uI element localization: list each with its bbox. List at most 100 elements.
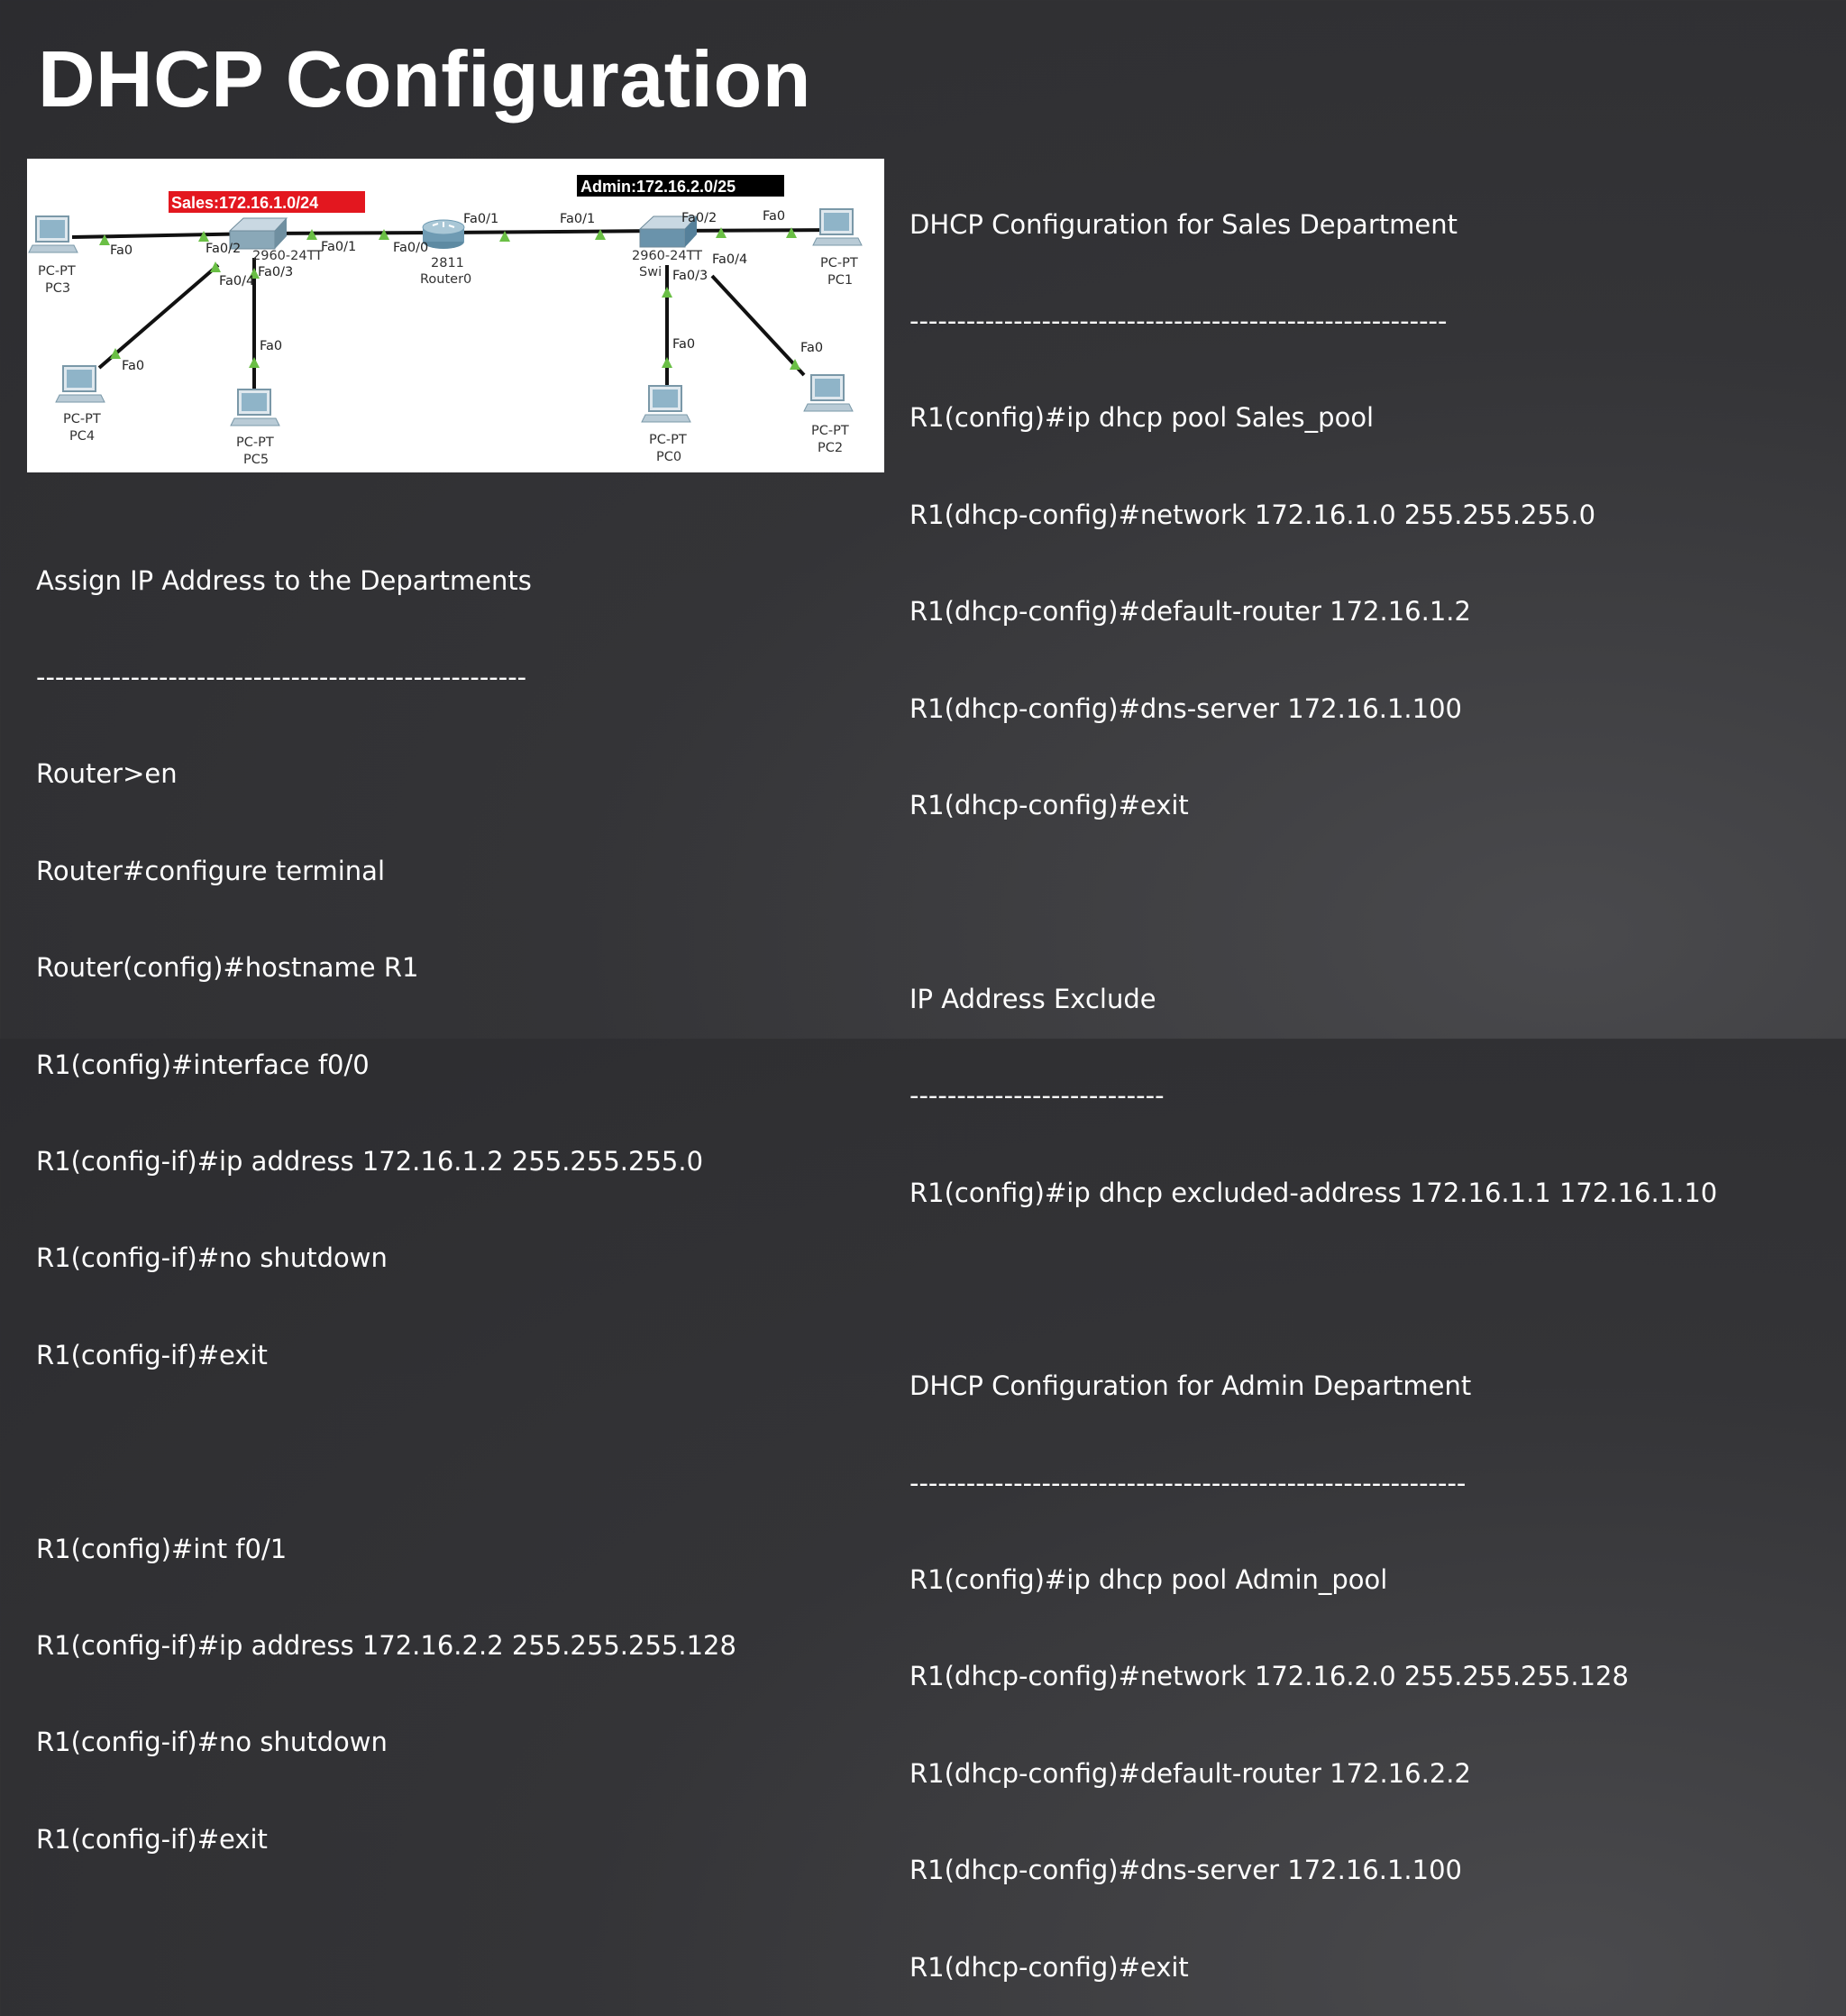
port-label-switch-left-fa0-4: Fa0/4: [219, 274, 254, 289]
command-line: R1(dhcp-config)#dns-server 172.16.1.100: [909, 1855, 1462, 1886]
port-label-pc4: Fa0: [122, 359, 144, 373]
link-router-switch-right: [443, 229, 663, 234]
command-line: R1(dhcp-config)#dns-server 172.16.1.100: [909, 692, 1462, 724]
router-model: 2811: [431, 256, 464, 270]
link-up-light: [379, 229, 389, 240]
command-line: R1(dhcp-config)#exit: [909, 1951, 1189, 1983]
switch-left-icon: [228, 217, 288, 250]
link-up-light: [249, 357, 260, 368]
port-label-router-fa0-0: Fa0/0: [393, 241, 428, 255]
link-status-lights: [99, 227, 800, 370]
port-label-router-fa0-1: Fa0/1: [463, 212, 498, 226]
command-line: Router#configure terminal: [36, 855, 386, 886]
pc5-name: PC5: [243, 453, 269, 467]
link-up-light: [499, 231, 510, 242]
port-label-switch-right-fa0-2: Fa0/2: [681, 211, 717, 225]
blank-line: [36, 1436, 736, 1469]
section-divider: ----------------------------------------…: [909, 1467, 1467, 1498]
command-line: R1(config)#interface f0/0: [36, 1049, 370, 1080]
topology-canvas: Sales:172.16.1.0/24 Admin:172.16.2.0/25 …: [28, 175, 863, 467]
pc0-name: PC0: [656, 450, 681, 464]
pc2-icon: [803, 374, 854, 412]
command-line: Router>en: [36, 758, 178, 790]
command-line: R1(config-if)#exit: [36, 1823, 268, 1855]
link-pc3-switch-left: [71, 232, 260, 239]
switch-left-model: 2960-24TT: [252, 249, 323, 263]
link-up-light: [662, 357, 672, 368]
link-switch-right-pc2: [710, 274, 806, 377]
command-line: R1(config-if)#ip address 172.16.1.2 255.…: [36, 1145, 704, 1177]
command-line: R1(config)#int f0/1: [36, 1533, 288, 1564]
pc3-icon: [28, 215, 78, 253]
dhcp-config-block: DHCP Configuration for Sales Department …: [909, 144, 1717, 2016]
command-line: R1(config)#ip dhcp excluded-address 172.…: [909, 1177, 1718, 1208]
port-label-switch-right-fa0-4: Fa0/4: [712, 252, 747, 267]
pc5-icon: [230, 389, 280, 426]
link-up-light: [198, 231, 209, 242]
slide-title: DHCP Configuration: [38, 34, 811, 124]
port-label-pc1: Fa0: [763, 209, 785, 224]
pc4-name: PC4: [69, 429, 95, 444]
link-up-light: [249, 268, 260, 279]
link-up-light: [110, 348, 121, 359]
section-heading: Assign IP Address to the Departments: [36, 564, 532, 596]
pc0-type: PC-PT: [649, 433, 687, 447]
pc4-type: PC-PT: [63, 412, 101, 426]
link-up-light: [99, 234, 110, 245]
pc1-type: PC-PT: [820, 256, 858, 270]
command-line: R1(config-if)#exit: [36, 1339, 268, 1370]
command-line: R1(config)#ip dhcp pool Sales_pool: [909, 402, 1375, 434]
command-line: R1(config-if)#ip address 172.16.2.2 255.…: [36, 1629, 736, 1661]
port-label-switch-left-fa0-3: Fa0/3: [258, 265, 293, 279]
pc1-name: PC1: [827, 273, 853, 288]
pc3-type: PC-PT: [38, 264, 76, 279]
pc2-name: PC2: [818, 441, 843, 455]
port-label-switch-right-fa0-1: Fa0/1: [560, 212, 595, 226]
link-switch-left-router: [259, 231, 444, 235]
link-up-light: [662, 287, 672, 298]
command-line: R1(dhcp-config)#network 172.16.2.0 255.2…: [909, 1661, 1629, 1692]
link-up-light: [716, 227, 727, 238]
router-icon: [422, 219, 465, 249]
port-label-pc5: Fa0: [260, 339, 282, 353]
link-up-light: [790, 359, 800, 370]
section-divider: ----------------------------------------…: [36, 661, 527, 692]
admin-tag-bg: [577, 175, 784, 197]
section-heading-exclude: IP Address Exclude: [909, 983, 1156, 1014]
pc4-icon: [55, 365, 105, 403]
pc0-icon: [641, 385, 691, 423]
command-line: R1(dhcp-config)#exit: [909, 789, 1189, 820]
pc2-type: PC-PT: [811, 424, 849, 438]
blank-line: [909, 1274, 1717, 1306]
network-topology-diagram: Sales:172.16.1.0/24 Admin:172.16.2.0/25 …: [27, 159, 884, 472]
switch-right-name: Swi: [639, 265, 662, 279]
port-label-switch-left-fa0-1: Fa0/1: [321, 240, 356, 254]
command-line: R1(dhcp-config)#network 172.16.1.0 255.2…: [909, 499, 1596, 530]
port-label-switch-right-fa0-3: Fa0/3: [672, 269, 708, 283]
pc1-icon: [812, 208, 863, 246]
admin-subnet-tag: Admin:172.16.2.0/25: [580, 178, 736, 196]
blank-line: [909, 886, 1717, 919]
interface-config-block: Assign IP Address to the Departments ---…: [36, 500, 736, 1888]
sales-subnet-tag: Sales:172.16.1.0/24: [171, 194, 318, 212]
section-heading-sales: DHCP Configuration for Sales Department: [909, 208, 1458, 240]
link-switch-left-pc4: [97, 263, 220, 370]
command-line: R1(dhcp-config)#default-router 172.16.1.…: [909, 596, 1471, 628]
command-line: R1(config-if)#no shutdown: [36, 1242, 388, 1274]
command-line: R1(dhcp-config)#default-router 172.16.2.…: [909, 1757, 1471, 1789]
pc5-type: PC-PT: [236, 435, 274, 450]
port-label-pc2: Fa0: [800, 341, 823, 355]
port-label-switch-left-fa0-2: Fa0/2: [206, 242, 241, 256]
section-heading-admin: DHCP Configuration for Admin Department: [909, 1370, 1472, 1402]
port-label-pc3: Fa0: [110, 243, 133, 258]
link-up-light: [595, 229, 606, 240]
section-divider: ---------------------------: [909, 1080, 1165, 1112]
link-up-light: [306, 229, 317, 240]
section-divider: ----------------------------------------…: [909, 305, 1448, 336]
command-line: R1(config)#ip dhcp pool Admin_pool: [909, 1564, 1388, 1596]
command-line: Router(config)#hostname R1: [36, 952, 419, 984]
port-label-pc0: Fa0: [672, 337, 695, 352]
sales-tag-bg: [169, 191, 365, 213]
link-up-light: [786, 227, 797, 238]
router-name: Router0: [420, 272, 471, 287]
